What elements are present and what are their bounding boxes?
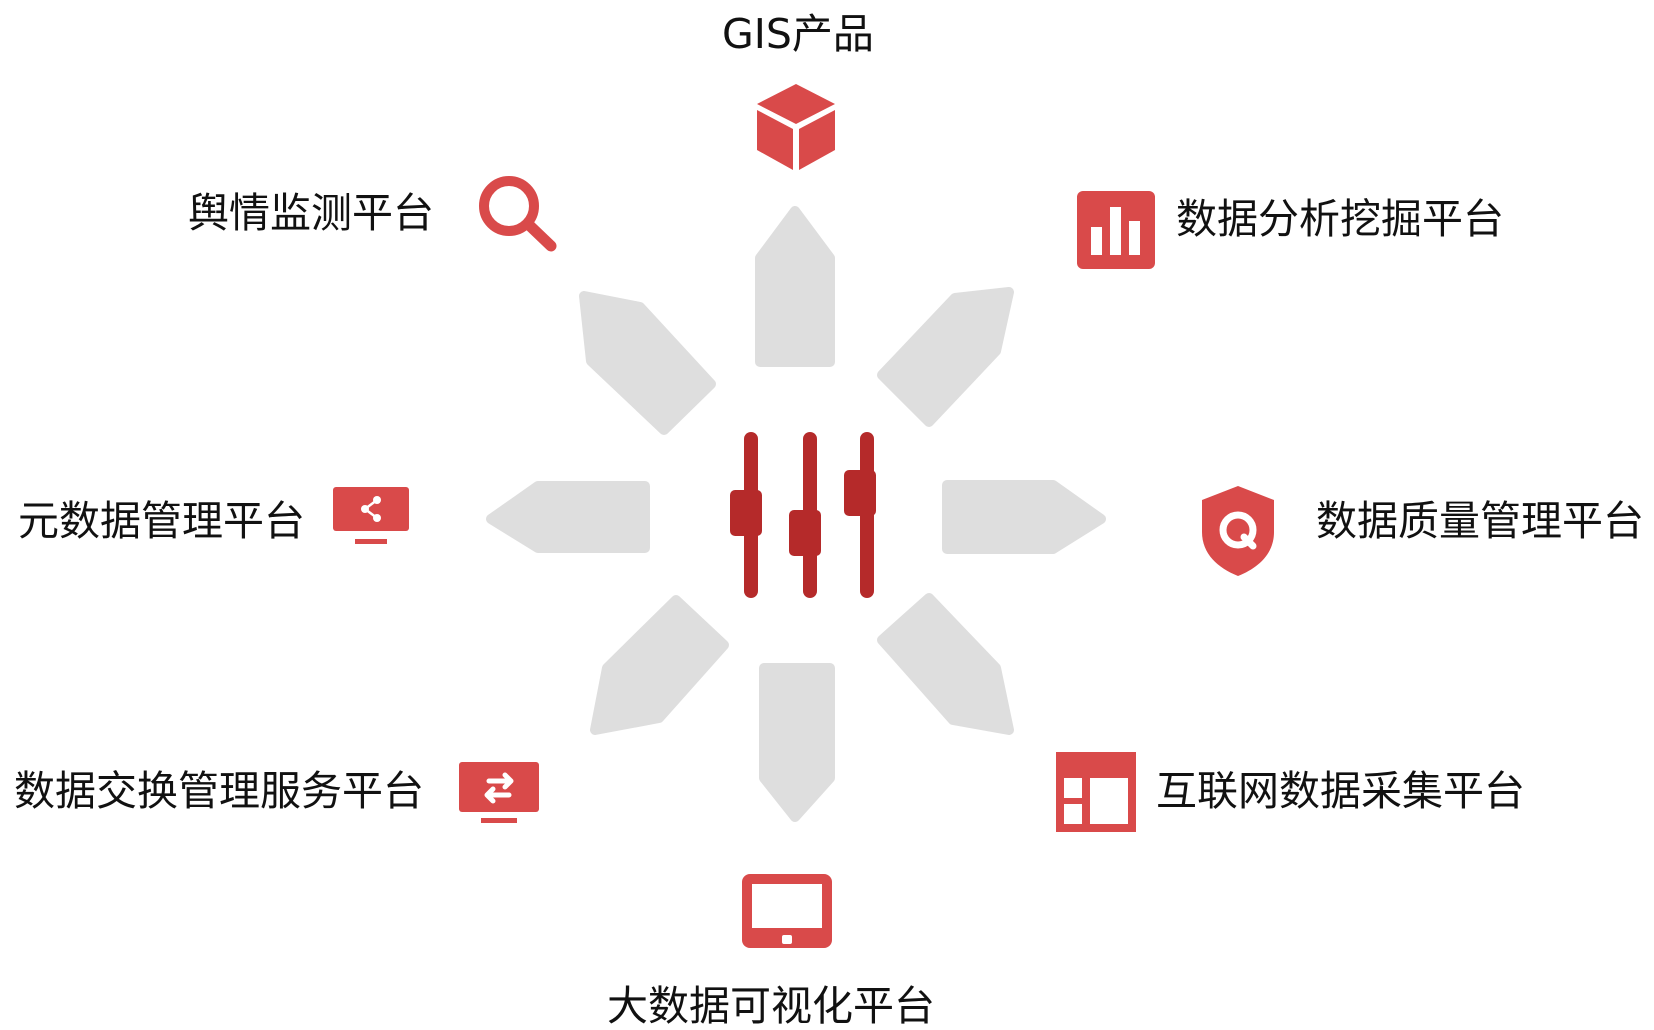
node-label-gis: GIS产品 xyxy=(722,10,874,58)
arrow-down xyxy=(759,663,835,822)
monitor-exchange-icon xyxy=(459,762,539,823)
node-label-quality: 数据质量管理平台 xyxy=(1316,497,1644,545)
tablet-icon xyxy=(742,874,832,948)
node-label-exchange: 数据交换管理服务平台 xyxy=(14,767,424,815)
node-label-crawl: 互联网数据采集平台 xyxy=(1156,767,1525,815)
arrow-down-left xyxy=(590,595,729,735)
node-label-visual: 大数据可视化平台 xyxy=(607,982,935,1030)
search-icon xyxy=(479,176,557,252)
node-label-meta: 元数据管理平台 xyxy=(18,497,305,545)
arrow-right xyxy=(942,480,1106,554)
arrow-up xyxy=(755,206,835,367)
arrow-left xyxy=(486,481,650,553)
arrow-up-right xyxy=(877,287,1014,427)
cube-icon xyxy=(757,84,835,170)
sliders-icon xyxy=(730,432,876,598)
bar-chart-icon xyxy=(1077,191,1155,269)
node-label-sentiment: 舆情监测平台 xyxy=(188,189,434,237)
layout-icon xyxy=(1056,752,1136,832)
arrow-up-left xyxy=(579,291,716,435)
shield-q-icon xyxy=(1202,486,1274,576)
arrow-down-right xyxy=(877,593,1014,735)
monitor-share-icon xyxy=(333,487,409,544)
node-label-analysis: 数据分析挖掘平台 xyxy=(1176,195,1504,243)
